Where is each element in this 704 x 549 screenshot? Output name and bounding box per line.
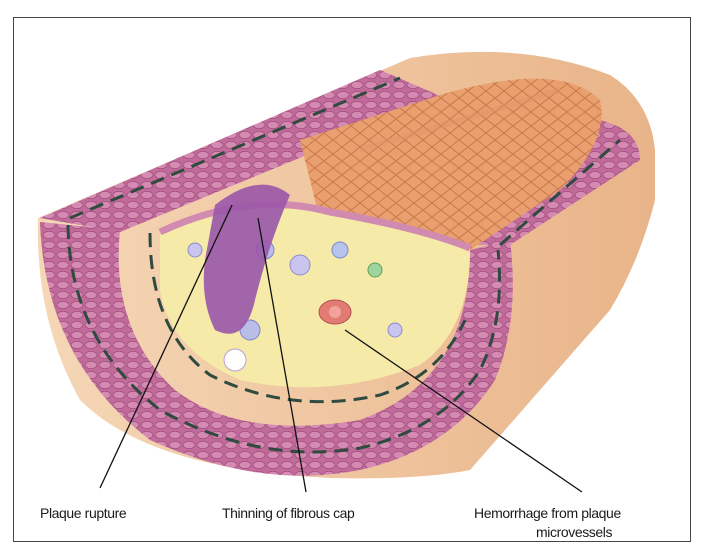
label-hemorrhage-line1: Hemorrhage from plaque — [474, 505, 621, 521]
label-hemorrhage-line2: microvessels — [536, 524, 612, 540]
label-plaque-rupture: Plaque rupture — [40, 505, 126, 521]
label-thinning-fibrous-cap: Thinning of fibrous cap — [222, 505, 354, 521]
